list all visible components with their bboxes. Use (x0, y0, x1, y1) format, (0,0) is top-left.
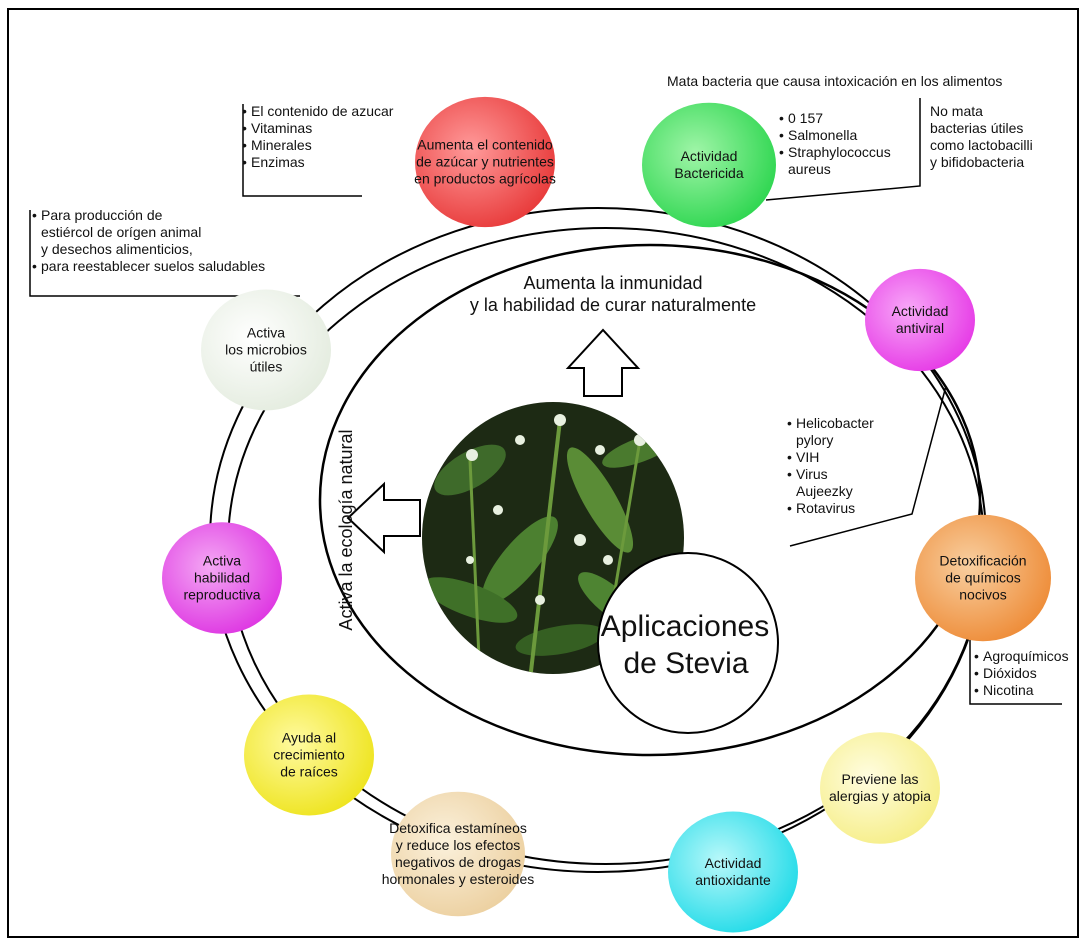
node-azucar (415, 96, 555, 228)
node-bactericida (642, 102, 776, 228)
callout-item-microbios: para reestablecer suelos saludables (32, 258, 265, 275)
callout-list-antiviral: Helicobacter pyloryVIHVirus AujeezkyRota… (787, 415, 874, 517)
callout-item-azucar: Enzimas (242, 154, 393, 171)
node-label-bactericida: Actividad Bactericida (674, 148, 744, 181)
inner-ring (318, 243, 982, 757)
callout-item-microbios: Para producción de estiércol de orígen a… (32, 207, 265, 258)
callout-item-bactericida: 0 157 (779, 110, 891, 127)
up-arrow (565, 328, 641, 397)
callout-item-detox: Nicotina (974, 682, 1069, 699)
callout-list-detox: AgroquímicosDióxidosNicotina (974, 648, 1069, 699)
callout-list-bactericida: 0 157SalmonellaStraphylococcus aureus (779, 110, 891, 178)
diagram-frame (7, 8, 1079, 938)
inner-ring-top-line2: y la habilidad de curar naturalmente (470, 295, 756, 315)
callout-item-antiviral: Rotavirus (787, 500, 874, 517)
callout-line-microbios (29, 210, 300, 297)
node-label-antioxidante: Actividad antioxidante (695, 855, 771, 888)
callout-bactericida-note: No mata bacterias útiles como lactobacil… (930, 103, 1033, 170)
callout-item-detox: Agroquímicos (974, 648, 1069, 665)
center-circle (597, 552, 779, 734)
callout-list-microbios: Para producción de estiércol de orígen a… (32, 207, 265, 275)
callout-line-bactericida (765, 98, 921, 201)
left-arrow (346, 481, 421, 555)
node-label-antiviral: Actividad antiviral (891, 303, 949, 336)
callout-item-antiviral: Virus Aujeezky (787, 466, 874, 500)
node-label-azucar: Aumenta el contenido de azúcar y nutrien… (414, 136, 556, 187)
node-raices (244, 694, 374, 816)
node-label-microbios: Activa los microbios útiles (225, 324, 307, 375)
inner-ring-top-line1: Aumenta la inmunidad (523, 273, 702, 293)
node-label-raices: Ayuda al crecimiento de raíces (273, 729, 345, 780)
node-detox-quimicos (915, 514, 1051, 642)
node-antiviral (865, 268, 975, 372)
inner-ring-left-vertical: Activa la ecología natural (336, 429, 356, 630)
callout-item-azucar: El contenido de azucar (242, 103, 393, 120)
callout-list-azucar: El contenido de azucarVitaminasMinerales… (242, 103, 393, 171)
callout-item-azucar: Vitaminas (242, 120, 393, 137)
callout-item-antiviral: VIH (787, 449, 874, 466)
node-label-reproductiva: Activa habilidad reproductiva (183, 552, 261, 603)
callout-item-bactericida: Straphylococcus aureus (779, 144, 891, 178)
center-title-line2: de Stevia (623, 647, 748, 680)
stevia-plant-photo (422, 402, 684, 674)
callout-item-bactericida: Salmonella (779, 127, 891, 144)
callout-line-detox (969, 640, 1062, 705)
node-estamineos (391, 791, 525, 917)
callout-item-detox: Dióxidos (974, 665, 1069, 682)
node-label-estamineos: Detoxifica estamíneos y reduce los efect… (381, 820, 535, 887)
callout-item-antiviral: Helicobacter pylory (787, 415, 874, 449)
callout-line-antiviral (789, 385, 947, 547)
node-label-alergias: Previene las alergias y atopia (829, 771, 931, 804)
callout-item-azucar: Minerales (242, 137, 393, 154)
node-antioxidante (668, 811, 798, 933)
node-alergias (820, 732, 940, 844)
node-microbios (201, 289, 331, 411)
node-reproductiva (162, 522, 282, 634)
center-title-line1: Aplicaciones (601, 610, 769, 643)
node-label-detox-quimicos: Detoxificación de químicos nocivos (939, 552, 1027, 603)
callout-bactericida-title: Mata bacteria que causa intoxicación en … (667, 73, 1003, 89)
